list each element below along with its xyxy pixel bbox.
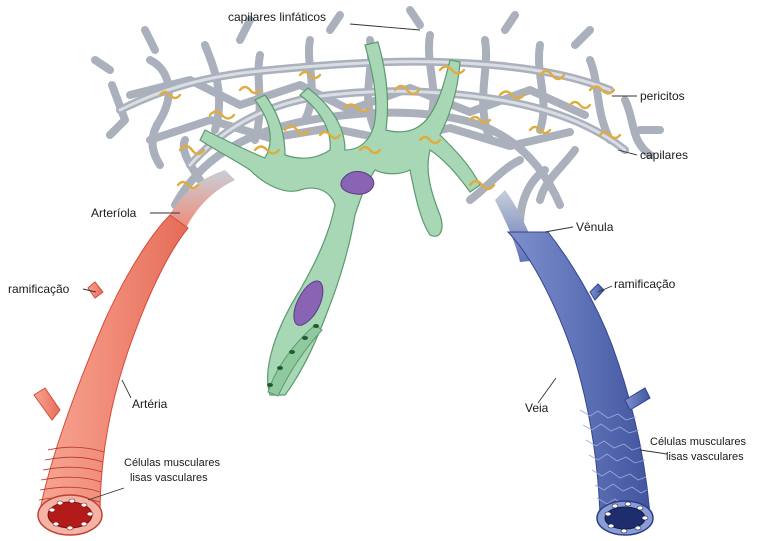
- label-celulas-right-1: Células musculares: [650, 436, 746, 449]
- label-ramificacao-right: ramificação: [614, 277, 675, 291]
- label-capilares-linfaticos: capilares linfáticos: [228, 10, 326, 24]
- label-celulas-left-1: Células musculares: [124, 457, 220, 470]
- label-venula: Vênula: [576, 220, 613, 234]
- vein: [495, 190, 653, 535]
- label-celulas-left-2: lisas vasculares: [130, 472, 208, 485]
- label-arteriola: Arteríola: [91, 206, 136, 220]
- label-capilares: capilares: [640, 148, 688, 162]
- label-celulas-right-2: lisas vasculares: [666, 451, 744, 464]
- label-veia: Veia: [525, 401, 548, 415]
- label-arteria: Artéria: [132, 397, 167, 411]
- label-ramificacao-left: ramificação: [8, 282, 69, 296]
- label-pericitos: pericitos: [640, 89, 685, 103]
